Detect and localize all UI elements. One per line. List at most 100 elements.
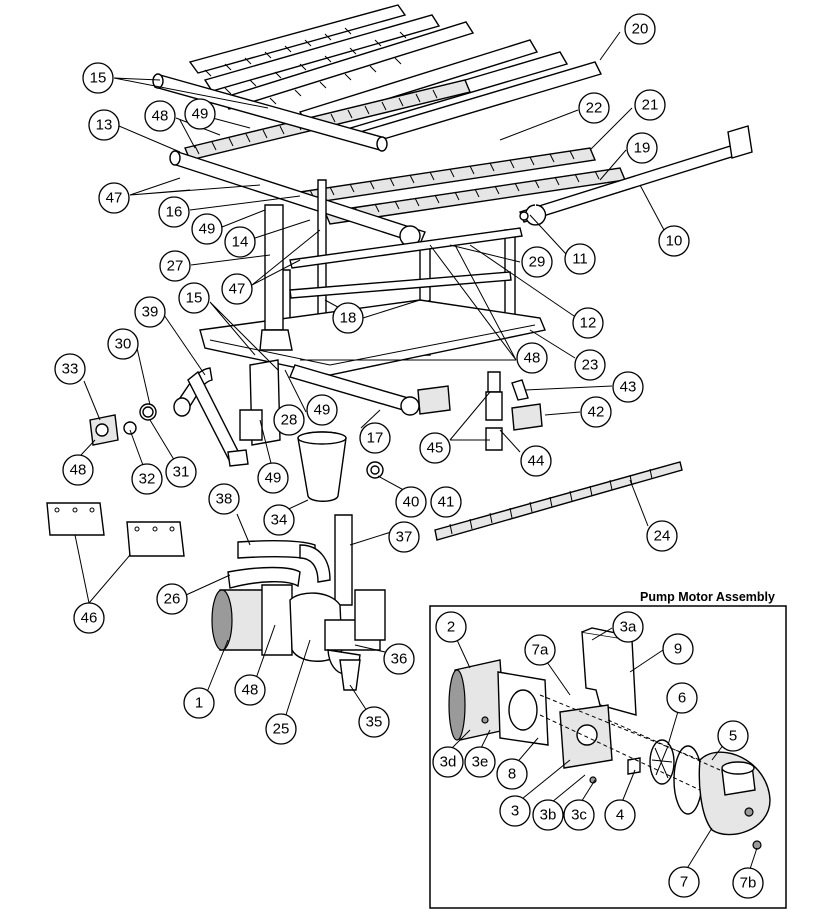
svg-text:16: 16 xyxy=(166,204,183,221)
svg-text:18: 18 xyxy=(340,310,357,327)
inset-frame xyxy=(429,605,787,909)
callout-7b: 7b xyxy=(732,867,764,899)
callout-30: 30 xyxy=(107,328,139,360)
callout-28: 28 xyxy=(273,404,305,436)
svg-text:36: 36 xyxy=(391,651,408,668)
callout-32: 32 xyxy=(131,463,163,495)
callout-12: 12 xyxy=(572,307,604,339)
callout-25: 25 xyxy=(265,713,297,745)
svg-text:26: 26 xyxy=(164,591,181,608)
callout-48: 48 xyxy=(234,674,266,706)
svg-text:28: 28 xyxy=(281,412,298,429)
svg-text:7: 7 xyxy=(680,874,688,891)
svg-text:12: 12 xyxy=(580,315,597,332)
callout-37: 37 xyxy=(388,521,420,553)
svg-text:35: 35 xyxy=(366,714,383,731)
svg-text:39: 39 xyxy=(142,304,159,321)
callout-15: 15 xyxy=(82,62,114,94)
svg-text:21: 21 xyxy=(642,97,659,114)
svg-text:49: 49 xyxy=(314,402,331,419)
callout-43: 43 xyxy=(612,371,644,403)
svg-text:8: 8 xyxy=(508,766,516,783)
svg-text:10: 10 xyxy=(666,233,683,250)
svg-text:24: 24 xyxy=(654,528,671,545)
svg-text:49: 49 xyxy=(192,106,209,123)
svg-text:42: 42 xyxy=(588,404,605,421)
callout-20: 20 xyxy=(624,13,656,45)
frame xyxy=(199,179,546,416)
callout-48: 48 xyxy=(516,342,548,374)
svg-text:30: 30 xyxy=(115,336,132,353)
svg-text:19: 19 xyxy=(634,140,651,157)
callout-48: 48 xyxy=(144,100,176,132)
svg-text:7a: 7a xyxy=(532,642,549,659)
callout-49: 49 xyxy=(306,394,338,426)
svg-text:22: 22 xyxy=(586,100,603,117)
leader-lines xyxy=(74,31,758,876)
svg-text:15: 15 xyxy=(186,290,203,307)
callout-7: 7 xyxy=(668,866,700,898)
svg-text:9: 9 xyxy=(674,641,682,658)
callout-36: 36 xyxy=(383,643,415,675)
svg-text:41: 41 xyxy=(438,494,455,511)
svg-text:4: 4 xyxy=(616,807,624,824)
callout-42: 42 xyxy=(580,396,612,428)
callout-19: 19 xyxy=(626,132,658,164)
svg-text:40: 40 xyxy=(403,494,420,511)
callout-10: 10 xyxy=(658,225,690,257)
svg-text:3c: 3c xyxy=(571,807,587,824)
callout-24: 24 xyxy=(646,520,678,552)
callout-33: 33 xyxy=(54,353,86,385)
svg-text:37: 37 xyxy=(396,529,413,546)
svg-text:48: 48 xyxy=(524,350,541,367)
svg-text:25: 25 xyxy=(273,721,290,738)
svg-text:47: 47 xyxy=(229,281,246,298)
callout-31: 31 xyxy=(165,456,197,488)
callout-49: 49 xyxy=(191,213,223,245)
svg-text:33: 33 xyxy=(62,361,79,378)
svg-text:48: 48 xyxy=(70,462,87,479)
callout-27: 27 xyxy=(159,250,191,282)
callout-41: 41 xyxy=(430,486,462,518)
callout-13: 13 xyxy=(88,109,120,141)
svg-text:2: 2 xyxy=(447,619,455,636)
svg-text:20: 20 xyxy=(632,21,649,38)
svg-text:47: 47 xyxy=(106,190,123,207)
svg-text:27: 27 xyxy=(167,258,184,275)
callout-46: 46 xyxy=(73,602,105,634)
svg-text:44: 44 xyxy=(528,453,545,470)
callout-8: 8 xyxy=(496,758,528,790)
callout-47: 47 xyxy=(98,182,130,214)
callout-23: 23 xyxy=(574,349,606,381)
svg-text:48: 48 xyxy=(152,108,169,125)
callout-29: 29 xyxy=(521,246,553,278)
callout-38: 38 xyxy=(208,483,240,515)
svg-text:13: 13 xyxy=(96,117,113,134)
svg-text:49: 49 xyxy=(265,470,282,487)
svg-text:3: 3 xyxy=(511,803,519,820)
callout-17: 17 xyxy=(359,422,391,454)
callout-6: 6 xyxy=(666,682,698,714)
callout-18: 18 xyxy=(332,302,364,334)
callout-45: 45 xyxy=(419,432,451,464)
svg-text:3b: 3b xyxy=(540,807,557,824)
callout-16: 16 xyxy=(158,196,190,228)
svg-text:38: 38 xyxy=(216,491,233,508)
callout-49: 49 xyxy=(184,98,216,130)
pump-assembly-main xyxy=(211,514,386,691)
svg-text:17: 17 xyxy=(367,430,384,447)
callout-35: 35 xyxy=(358,706,390,738)
svg-text:14: 14 xyxy=(232,234,249,251)
svg-text:23: 23 xyxy=(582,357,599,374)
svg-text:3d: 3d xyxy=(440,754,457,771)
callout-48: 48 xyxy=(62,454,94,486)
callout-3e: 3e xyxy=(464,746,496,778)
callout-22: 22 xyxy=(578,92,610,124)
callout-3a: 3a xyxy=(612,611,644,643)
callout-26: 26 xyxy=(156,583,188,615)
svg-text:34: 34 xyxy=(271,512,288,529)
callout-21: 21 xyxy=(634,89,666,121)
svg-text:3a: 3a xyxy=(620,619,637,636)
callout-44: 44 xyxy=(520,445,552,477)
